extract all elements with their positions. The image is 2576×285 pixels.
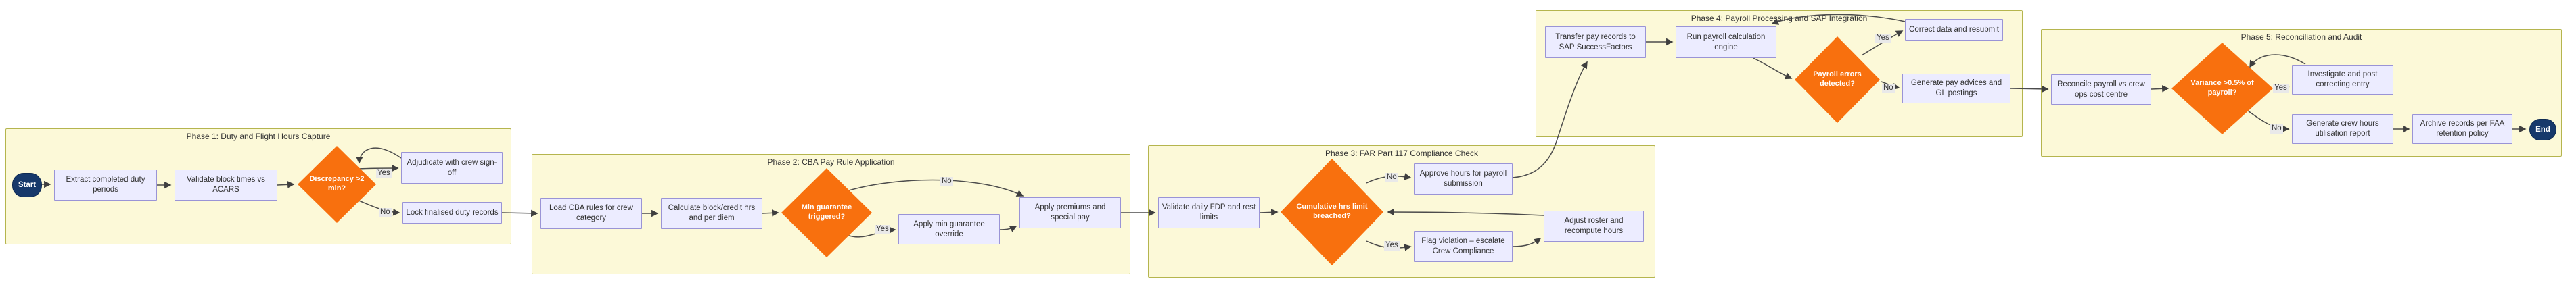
decision-variance-label: Variance >0.5% of payroll? xyxy=(2190,79,2254,97)
edge-label-yes-2: Yes xyxy=(875,225,890,234)
start-node: Start xyxy=(12,173,42,197)
edge-label-no-4: No xyxy=(1882,84,1895,93)
edge-approve-transfer xyxy=(1512,61,1588,178)
decision-min-guarantee: Min guarantee triggered? xyxy=(781,168,872,257)
node-extract-duty: Extract completed duty periods xyxy=(54,170,157,201)
end-node: End xyxy=(2529,119,2556,140)
node-validate-fdp: Validate daily FDP and rest limits xyxy=(1158,197,1260,228)
decision-discrepancy-label: Discrepancy >2 min? xyxy=(309,175,365,192)
decision-cumulative-limit: Cumulative hrs limit breached? xyxy=(1281,159,1383,265)
edge-override-premiums xyxy=(999,226,1017,232)
decision-discrepancy: Discrepancy >2 min? xyxy=(298,146,376,223)
phase-5-title: Phase 5: Reconciliation and Audit xyxy=(2240,32,2362,42)
edge-validatefdp-cumulative xyxy=(1259,209,1279,216)
edge-label-no-3: No xyxy=(1385,173,1398,182)
node-apply-override: Apply min guarantee override xyxy=(898,214,1000,244)
edge-label-no-2: No xyxy=(940,177,953,186)
edge-label-yes-4: Yes xyxy=(1875,34,1891,43)
decision-variance: Variance >0.5% of payroll? xyxy=(2171,43,2273,134)
decision-min-guarantee-label: Min guarantee triggered? xyxy=(801,203,852,221)
edge-run-payrollerrors xyxy=(1753,57,1793,80)
edge-advices-reconcile xyxy=(2010,85,2049,93)
node-run-payroll: Run payroll calculation engine xyxy=(1676,26,1776,58)
node-investigate: Investigate and post correcting entry xyxy=(2292,65,2393,95)
edge-minguarantee-premiums-no xyxy=(846,179,1024,197)
edge-correct-run-loop xyxy=(1771,14,1906,25)
node-reconcile: Reconcile payroll vs crew ops cost centr… xyxy=(2051,74,2151,105)
decision-payroll-errors: Payroll errors detected? xyxy=(1795,36,1880,123)
node-apply-premiums: Apply premiums and special pay xyxy=(1019,197,1121,228)
node-flag-violation: Flag violation – escalate Crew Complianc… xyxy=(1414,231,1513,262)
edge-adjust-cumulative-loop xyxy=(1387,208,1544,216)
node-approve-hours: Approve hours for payroll submission xyxy=(1414,163,1513,195)
node-validate-block: Validate block times vs ACARS xyxy=(175,170,277,201)
phase-1-title: Phase 1: Duty and Flight Hours Capture xyxy=(186,132,331,141)
edge-label-no-1: No xyxy=(379,208,392,217)
edge-reconcile-variance xyxy=(2150,85,2169,93)
edge-label-no-5: No xyxy=(2270,124,2283,134)
phase-2-title: Phase 2: CBA Pay Rule Application xyxy=(767,157,895,167)
node-archive: Archive records per FAA retention policy xyxy=(2412,114,2512,144)
node-transfer-pay: Transfer pay records to SAP SuccessFacto… xyxy=(1545,26,1646,58)
node-calc-block-credit: Calculate block/credit hrs and per diem xyxy=(661,198,762,229)
node-adjudicate: Adjudicate with crew sign-off xyxy=(401,152,503,184)
node-gen-utilisation: Generate crew hours utilisation report xyxy=(2292,114,2393,144)
phase-3-title: Phase 3: FAR Part 117 Compliance Check xyxy=(1325,149,1478,158)
edge-flag-adjust xyxy=(1512,238,1542,247)
edge-validate-discrepancy xyxy=(277,181,295,188)
edge-label-yes-1: Yes xyxy=(376,169,392,178)
node-correct-resubmit: Correct data and resubmit xyxy=(1905,19,2003,41)
edge-label-yes-3: Yes xyxy=(1384,241,1400,251)
node-lock-records: Lock finalised duty records xyxy=(402,202,502,224)
edge-label-yes-5: Yes xyxy=(2273,84,2288,93)
node-generate-advices: Generate pay advices and GL postings xyxy=(1902,74,2010,103)
node-load-cba: Load CBA rules for crew category xyxy=(540,198,642,229)
node-adjust-roster: Adjust roster and recompute hours xyxy=(1544,211,1644,242)
decision-cumulative-limit-label: Cumulative hrs limit breached? xyxy=(1296,203,1368,220)
decision-payroll-errors-label: Payroll errors detected? xyxy=(1813,70,1862,88)
